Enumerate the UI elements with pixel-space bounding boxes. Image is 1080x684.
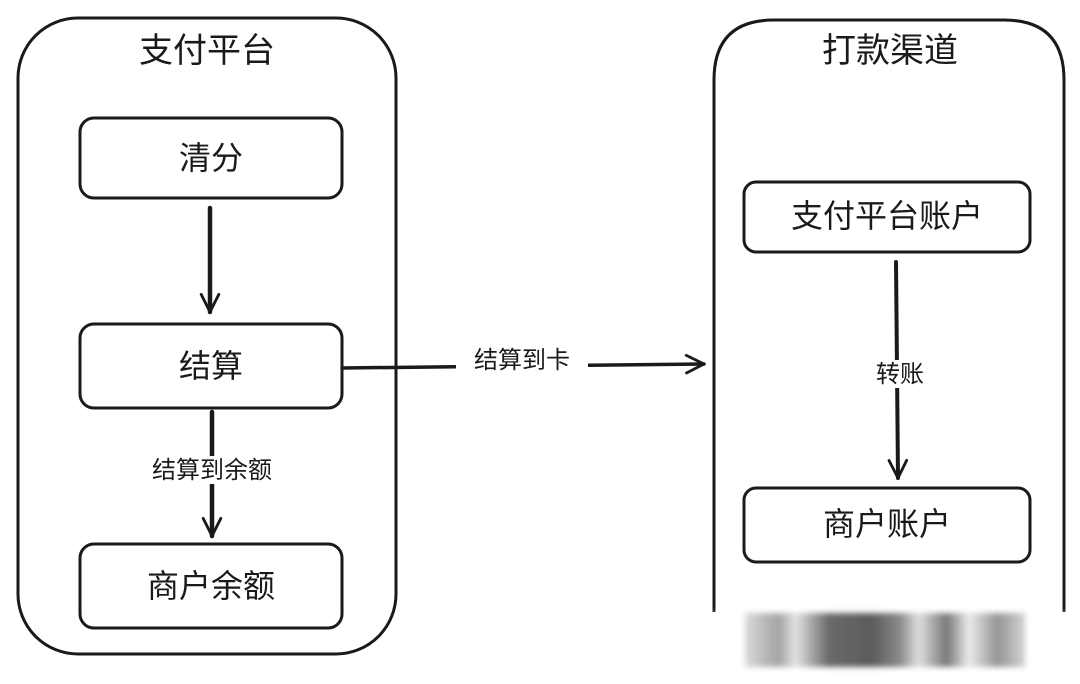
edge-label-settle-to-balance: 结算到余额 bbox=[128, 456, 296, 484]
container-title-payout-channel: 打款渠道 bbox=[822, 31, 958, 71]
edge-label-transfer: 转账 bbox=[856, 360, 944, 388]
blurred-strip bbox=[745, 613, 1025, 667]
node-settlement-box bbox=[78, 322, 344, 410]
node-platform-account-box bbox=[742, 180, 1032, 254]
container-payment-platform bbox=[16, 16, 398, 656]
container-title-payment-platform: 支付平台 bbox=[139, 31, 275, 71]
node-merchant-balance-label: 商户余额 bbox=[146, 567, 275, 605]
node-merchant-balance-box bbox=[78, 542, 344, 630]
container-payout-channel bbox=[712, 18, 1066, 612]
node-merchant-account-box bbox=[742, 486, 1032, 564]
node-settlement-label: 结算 bbox=[178, 347, 243, 385]
node-clearing-label: 清分 bbox=[178, 139, 243, 177]
edge-label-settle-to-card: 结算到卡 bbox=[456, 346, 588, 374]
node-merchant-account-label: 商户账户 bbox=[822, 505, 951, 543]
node-platform-account-label: 支付平台账户 bbox=[790, 197, 983, 235]
node-clearing-box bbox=[78, 116, 344, 200]
